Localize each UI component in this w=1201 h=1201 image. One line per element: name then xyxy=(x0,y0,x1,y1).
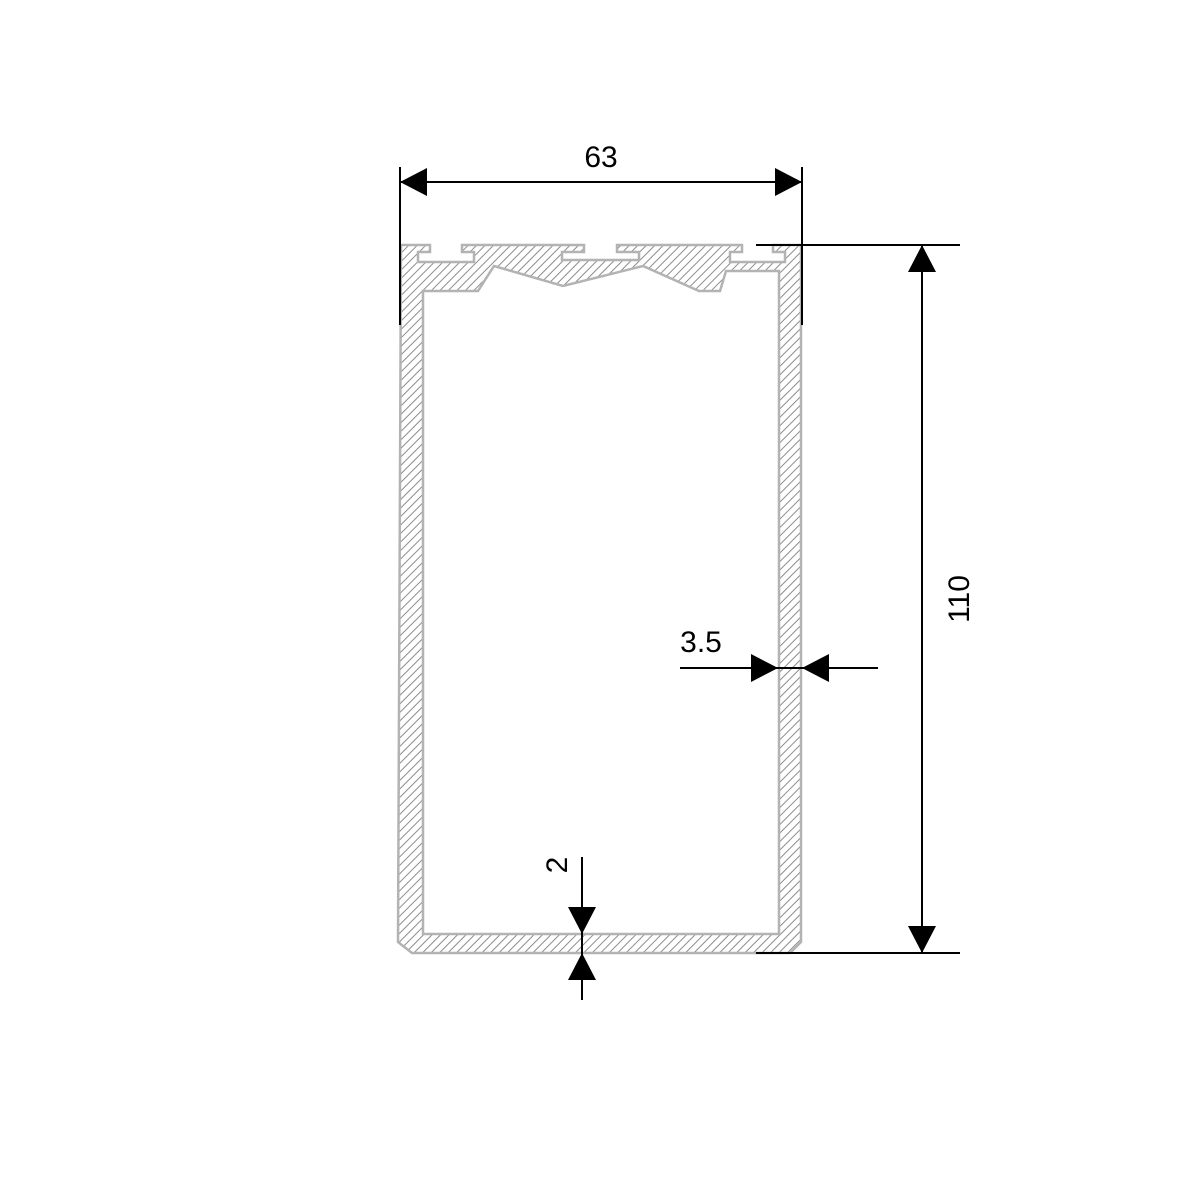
bottom-wall-dimension: 2 xyxy=(541,857,596,1000)
width-label: 63 xyxy=(584,141,617,174)
side-wall-dimension: 3.5 xyxy=(680,626,878,682)
height-arrow-top xyxy=(908,245,936,272)
height-dimension: 110 xyxy=(756,244,976,954)
profile-section xyxy=(396,243,803,955)
bottom-wall-label: 2 xyxy=(541,857,574,874)
side-wall-label: 3.5 xyxy=(680,626,722,659)
height-label: 110 xyxy=(943,575,976,623)
side-wall-arrow-right xyxy=(802,654,829,682)
height-arrow-bottom xyxy=(908,926,936,953)
width-arrow-left xyxy=(400,168,427,196)
side-wall-arrow-left xyxy=(751,654,778,682)
width-arrow-right xyxy=(775,168,802,196)
width-dimension: 63 xyxy=(399,141,803,325)
bottom-wall-arrow-top xyxy=(568,907,596,934)
bottom-wall-arrow-bottom xyxy=(568,953,596,980)
